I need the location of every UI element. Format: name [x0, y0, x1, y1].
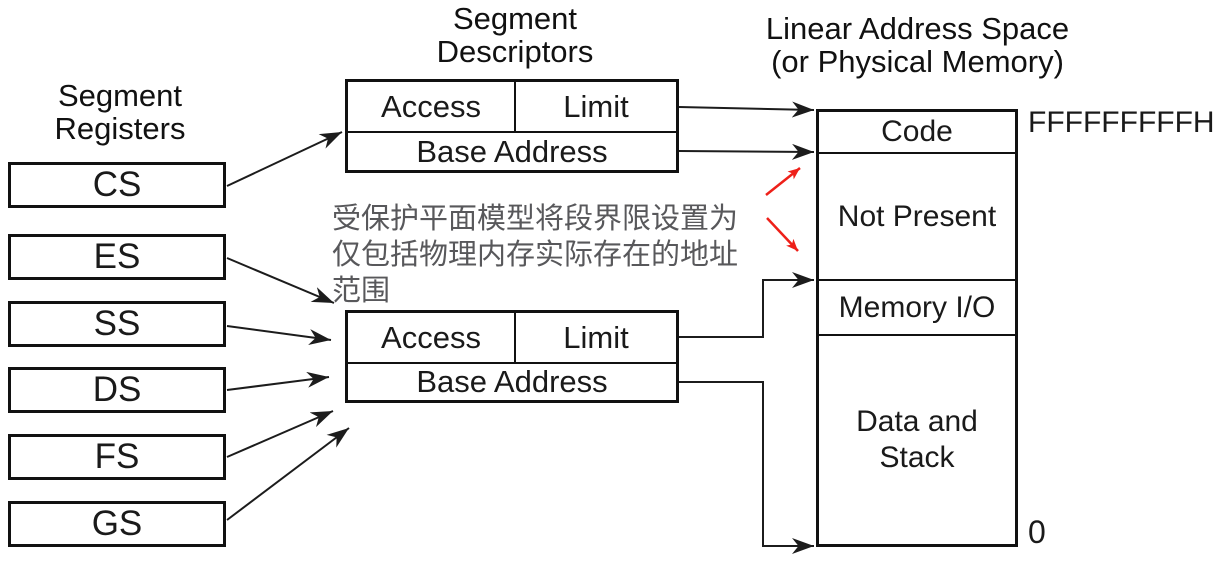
memory-section-not-present: Not Present: [819, 154, 1015, 281]
register-label-fs: FS: [94, 437, 140, 476]
register-label-gs: GS: [91, 504, 143, 543]
bottom-address-label: 0: [1028, 514, 1046, 550]
descriptor2-base-address-cell: Base Address: [416, 364, 608, 399]
register-label-es: ES: [93, 237, 141, 276]
arrow-ds-to-descriptor2: [226, 371, 330, 391]
register-label-ds: DS: [92, 370, 142, 409]
arrow-descriptor1-base-to-code-boundary: [678, 143, 815, 160]
descriptor1-limit-cell: Limit: [563, 88, 629, 124]
register-label-cs: CS: [92, 165, 142, 204]
segment-descriptor-table-1: Access Limit Base Address: [345, 79, 679, 173]
arrow-es-to-descriptor2: [226, 257, 335, 304]
memory-section-data-and-stack: Data and Stack: [856, 405, 978, 474]
descriptor2-top-row: Access Limit: [348, 313, 676, 364]
segment-descriptors-heading: Segment Descriptors: [436, 1, 594, 69]
memory-section-memory-io: Memory I/O: [819, 281, 1015, 336]
linear-address-space-heading: Linear Address Space (or Physical Memory…: [765, 11, 1070, 79]
red-annotation-arrow-up: [765, 167, 801, 196]
arrow-ss-to-descriptor2: [226, 325, 332, 345]
register-box-cs: CS: [8, 162, 226, 208]
descriptor1-base-address-cell: Base Address: [416, 133, 608, 169]
memory-section-code: Code: [819, 112, 1015, 154]
arrow-descriptor2-base-to-memory-bottom: [679, 381, 814, 554]
descriptor2-limit-cell: Limit: [563, 319, 629, 355]
register-box-es: ES: [8, 234, 226, 280]
descriptor1-access-cell: Access: [348, 82, 516, 131]
register-box-ds: DS: [8, 367, 226, 413]
register-box-ss: SS: [8, 301, 226, 347]
segment-descriptor-table-2: Access Limit Base Address: [345, 310, 679, 403]
arrow-gs-to-descriptor2: [226, 427, 350, 521]
arrow-cs-to-descriptor1: [226, 131, 343, 187]
register-label-ss: SS: [93, 304, 141, 343]
chinese-annotation-text: 受保护平面模型将段界限设置为 仅包括物理内存实际存在的地址 范围: [332, 203, 739, 307]
descriptor2-access-cell: Access: [348, 313, 516, 362]
arrow-fs-to-descriptor2: [226, 410, 334, 458]
segment-registers-heading: Segment Registers: [54, 78, 186, 146]
linear-address-space-box: Code Not Present Memory I/O Data and Sta…: [816, 109, 1018, 547]
arrow-descriptor1-limit-to-memory-top: [678, 101, 815, 118]
register-box-gs: GS: [8, 501, 226, 547]
descriptor1-top-row: Access Limit: [348, 82, 676, 133]
register-box-fs: FS: [8, 434, 226, 480]
red-annotation-arrow-down: [766, 217, 799, 252]
top-address-label: FFFFFFFFFH: [1028, 106, 1215, 139]
